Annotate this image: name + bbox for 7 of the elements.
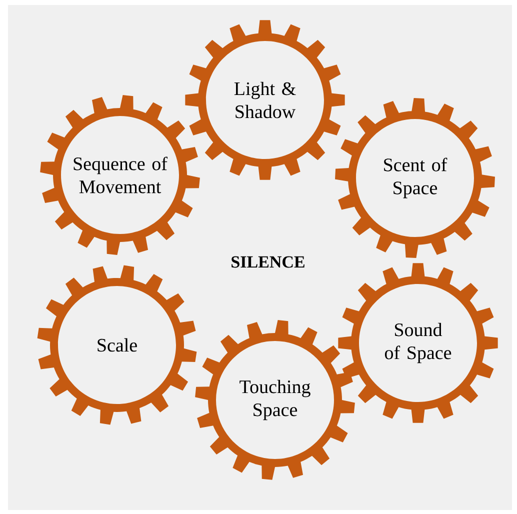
center-label: SILENCE [232,256,304,268]
gear: Touching Space [195,320,355,480]
gear: Light & Shadow [185,20,345,180]
gear: Scent of Space [335,98,495,258]
gear: Scale [37,265,197,425]
gear: Sequence of Movement [40,95,200,255]
gear: Sound of Space [338,263,498,423]
